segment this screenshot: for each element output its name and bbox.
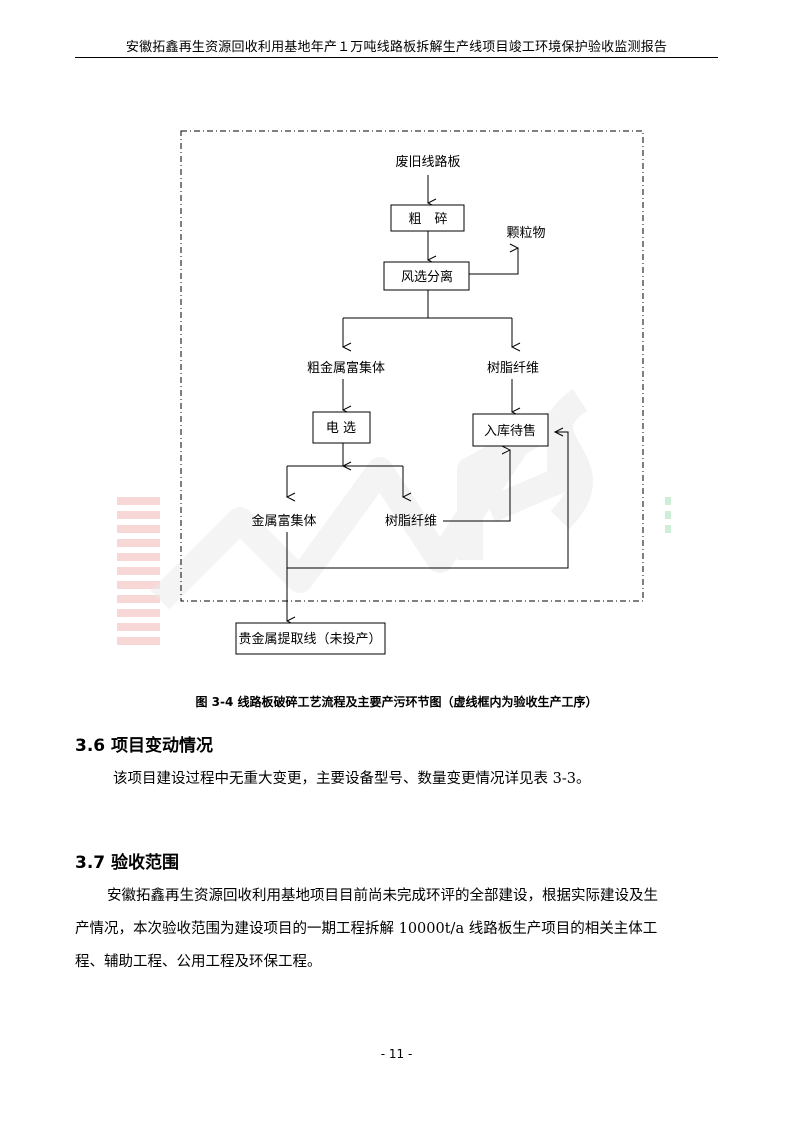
section-3-7-line-1: 安徽拓鑫再生资源回收利用基地项目目前尚未完成环评的全部建设，根据实际建设及生 xyxy=(107,888,658,904)
figure-caption: 图 3-4 线路板破碎工艺流程及主要产污环节图（虚线框内为验收生产工序） xyxy=(195,695,598,709)
section-3-7-line-3: 程、辅助工程、公用工程及环保工程。 xyxy=(75,954,322,970)
node-resin-fiber-1: 树脂纤维 xyxy=(487,361,539,376)
wps-watermark-logo xyxy=(150,389,593,610)
page-number: - 11 - xyxy=(380,1047,413,1061)
section-heading-3-7: 3.7 验收范围 xyxy=(75,853,180,873)
acceptance-boundary xyxy=(180,130,644,602)
node-storage: 入库待售 xyxy=(484,423,536,439)
watermark-stripes-left xyxy=(117,497,160,651)
node-resin-fiber-2: 树脂纤维 xyxy=(385,514,437,529)
node-metal: 金属富集体 xyxy=(251,513,316,529)
section-3-6-body: 该项目建设过程中无重大变更，主要设备型号、数量变更情况详见表 3-3。 xyxy=(113,771,591,787)
section-3-7-line-2: 产情况，本次验收范围为建设项目的一期工程拆解 10000t/a 线路板生产项目的… xyxy=(75,921,658,937)
node-air-separation: 风选分离 xyxy=(401,269,453,285)
node-coarse-metal: 粗金属富集体 xyxy=(307,360,385,376)
page-header: 安徽拓鑫再生资源回收利用基地年产１万吨线路板拆解生产线项目竣工环境保护验收监测报… xyxy=(125,40,668,55)
node-precious-metal: 贵金属提取线（未投产） xyxy=(238,631,381,647)
process-flowchart: 废旧线路板 粗 碎 颗粒物 风选分离 粗金属富集体 树脂纤维 电 选 入库待售 … xyxy=(150,130,644,655)
node-crush: 粗 碎 xyxy=(408,212,447,227)
node-particles: 颗粒物 xyxy=(506,226,545,241)
node-electro-separation: 电 选 xyxy=(326,421,356,436)
header-rule xyxy=(75,57,718,58)
section-heading-3-6: 3.6 项目变动情况 xyxy=(75,736,214,756)
watermark-stripes-right xyxy=(665,497,671,539)
node-input: 废旧线路板 xyxy=(395,154,460,170)
